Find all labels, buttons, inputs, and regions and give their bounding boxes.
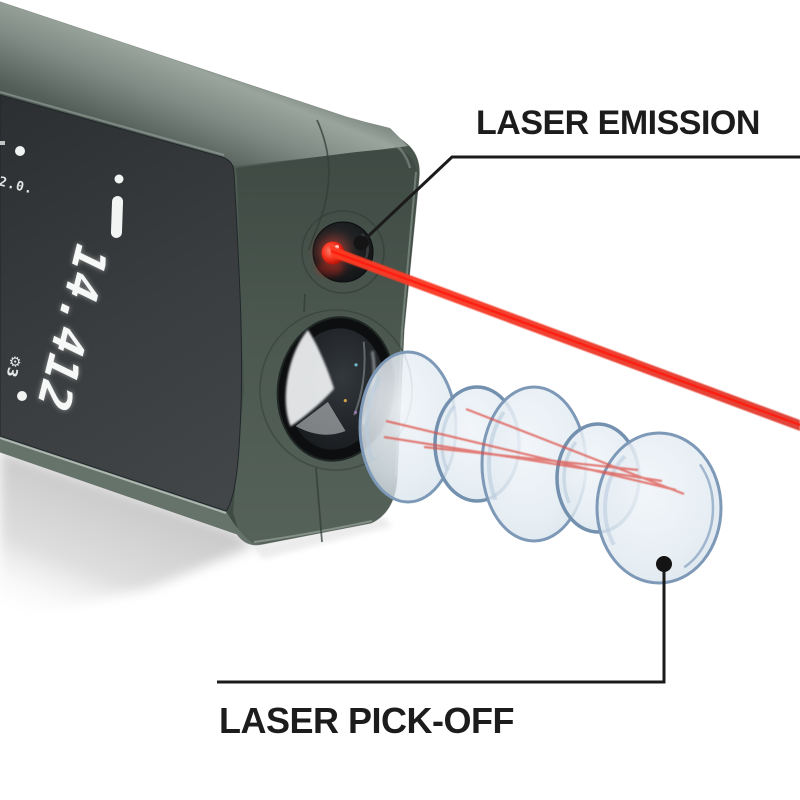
display-dot-low (17, 391, 27, 401)
emission-leader-dot (353, 235, 369, 251)
lens-2-inner-arc (440, 392, 514, 496)
laser-beam-core (330, 249, 800, 427)
lens-5-rim-arc (603, 439, 715, 577)
pickoff-leader-line (217, 568, 666, 684)
device-shadow (0, 450, 254, 620)
pickoff-leader-dot (656, 556, 672, 572)
pickoff-ray-4 (423, 445, 639, 472)
lens-right-streak-2 (353, 341, 366, 416)
info-icon (110, 196, 124, 238)
emission-leader-line (359, 155, 800, 245)
pickoff-ray-3 (383, 435, 663, 483)
pickoff-callout-leader (217, 556, 672, 684)
lens-1-inner-arc (365, 357, 451, 497)
bevel-highlight (0, 437, 227, 514)
pickoff-ray-1 (385, 419, 677, 492)
lens-glint-amber (343, 398, 347, 403)
pickoff-lens-5 (595, 431, 723, 585)
lens-5-inner-arc (603, 439, 715, 577)
laser-pickoff-label: LASER PICK-OFF (219, 700, 515, 741)
display-edge-mark (0, 141, 5, 145)
front-bottom-highlight (253, 520, 373, 543)
lens-white-reflection (285, 329, 335, 427)
lens-5-disc (595, 431, 723, 585)
lens-4-inner-arc (562, 429, 634, 527)
pickoff-rays (383, 407, 685, 496)
corner-highlight (351, 122, 412, 169)
display-screen (0, 94, 243, 512)
lens-lower-streak (295, 401, 346, 435)
panel-seam-vertical (303, 119, 330, 543)
port-surround-seam (301, 210, 385, 294)
emission-callout-leader (353, 155, 800, 251)
laser-beam (329, 245, 800, 431)
display-dot-top (15, 146, 25, 156)
pickoff-lens-stack (358, 350, 723, 585)
display-top-edge-highlight (0, 91, 225, 156)
laser-emission-label: LASER EMISSION (476, 104, 760, 142)
lens-glint-cyan (354, 363, 358, 367)
lens-glint-violet (354, 410, 358, 414)
lens-3-inner-arc (487, 392, 581, 536)
display-dot-mid (114, 174, 124, 184)
device-bottom-bevel (0, 436, 263, 545)
